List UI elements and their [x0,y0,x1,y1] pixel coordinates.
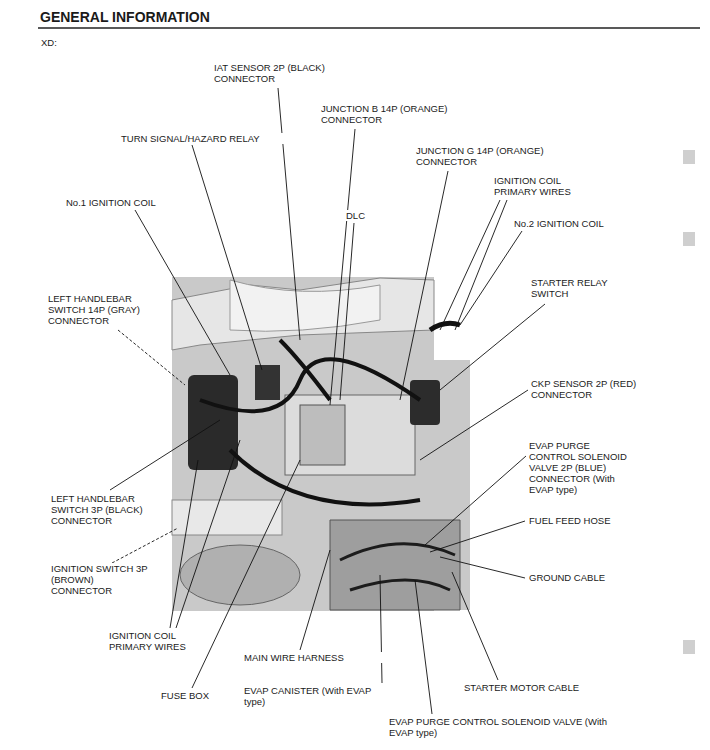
callout-label: JUNCTION G 14P (ORANGE) CONNECTOR [415,145,557,167]
coil-right [410,380,440,425]
callout-label: DLC [345,210,387,221]
leader-line [192,145,262,370]
scan-mark [683,150,695,164]
callout-label: IAT SENSOR 2P (BLACK) CONNECTOR [213,62,340,84]
leader-line [452,572,498,680]
leader-line [112,528,178,563]
callout-label: No.2 IGNITION COIL [513,218,645,229]
page-title: GENERAL INFORMATION [40,9,210,25]
leader-line [340,223,354,400]
fuse-box-shape [300,405,345,465]
callout-label: FUEL FEED HOSE [528,515,640,526]
leader-line [460,231,522,325]
callout-label: EVAP PURGE CONTROL SOLENOID VALVE 2P (BL… [528,440,630,495]
relay-shape [255,365,280,400]
leader-line [176,440,240,628]
callout-label: IGNITION SWITCH 3P (BROWN) CONNECTOR [50,563,152,596]
callout-label: LEFT HANDLEBAR SWITCH 3P (BLACK) CONNECT… [50,493,160,526]
leader-line [330,129,355,405]
callout-label: IGNITION COIL PRIMARY WIRES [108,630,202,652]
leader-lines [110,88,545,714]
scan-marks [683,150,695,654]
frame-tube [172,278,434,350]
callout-label: JUNCTION B 14P (ORANGE) CONNECTOR [320,103,462,125]
coil-left [188,375,238,470]
callout-label: CKP SENSOR 2P (RED) CONNECTOR [530,378,657,400]
battery-box [285,395,415,475]
callout-label: TURN SIGNAL/HAZARD RELAY [120,133,292,144]
canister-area [330,520,460,610]
callout-label: No.1 IGNITION COIL [65,197,197,208]
scan-mark [683,640,695,654]
callout-label: IGNITION COIL PRIMARY WIRES [493,175,587,197]
leader-line [110,420,220,490]
leader-line [430,521,525,552]
callout-label: MAIN WIRE HARNESS [243,652,395,663]
leader-line [278,88,300,340]
engine-shape [180,545,300,605]
callout-label: LEFT HANDLEBAR SWITCH 14P (GRAY) CONNECT… [47,293,157,326]
callout-label: STARTER RELAY SWITCH [530,277,624,299]
photo [172,277,470,611]
leader-line [170,460,198,628]
scan-mark [683,232,695,246]
callout-label: XD: [40,37,82,48]
harness-wires [200,340,420,504]
title-rule [38,27,700,29]
callout-label: STARTER MOTOR CABLE [463,682,615,693]
leader-line [425,456,526,545]
callout-label: GROUND CABLE [528,572,640,583]
leader-line [380,575,382,683]
leader-line [420,390,528,460]
tank-shape [230,280,380,331]
hoses [340,544,455,590]
callout-label: FUSE BOX [160,690,242,701]
leader-line [415,580,432,714]
leader-line [400,171,448,400]
callout-label: EVAP CANISTER (With EVAP type) [243,685,395,707]
leader-line [118,330,185,385]
leader-line [300,550,330,650]
callout-label: EVAP PURGE CONTROL SOLENOID VALVE (With … [388,716,620,738]
